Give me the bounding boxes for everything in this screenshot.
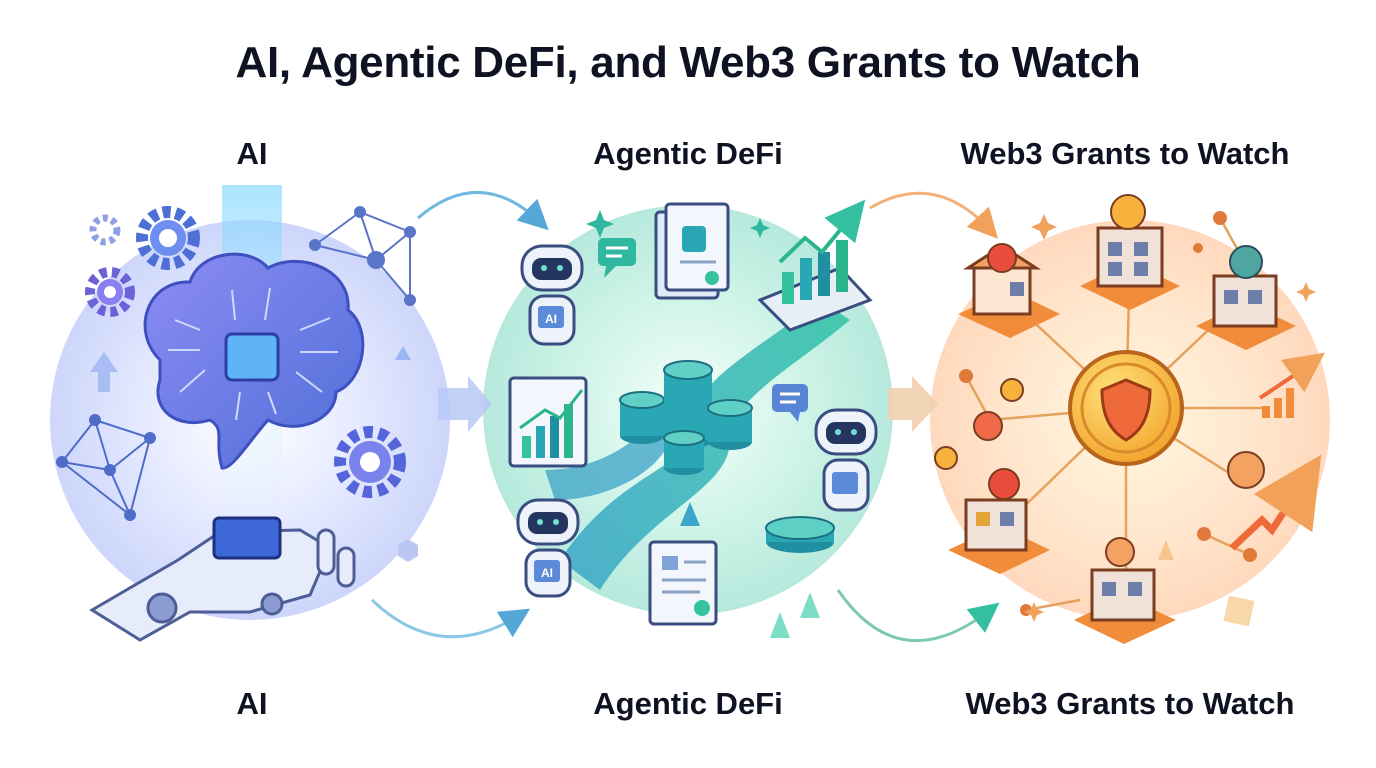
arrow-bottom-ai-defi (370, 598, 531, 639)
page-title: AI, Agentic DeFi, and Web3 Grants to Wat… (235, 38, 1141, 87)
bar-chart-icon (508, 376, 588, 468)
star-icon (988, 468, 1020, 500)
sparkle-icon (1031, 214, 1057, 240)
chip-icon (224, 332, 280, 382)
sparkle-icon (750, 218, 770, 238)
bar-chart-icon (757, 199, 873, 332)
rocket-icon (1227, 451, 1265, 489)
sparkle-icon (1296, 282, 1316, 302)
building-icon (1080, 194, 1180, 310)
robot-icon: AI (520, 244, 584, 346)
gear-icon (136, 206, 200, 270)
robot-icon (814, 408, 878, 512)
chat-bubble-icon (598, 238, 636, 278)
sparkle-icon (586, 210, 614, 238)
up-arrow-icon (395, 346, 411, 360)
bar-chart-icon (1258, 352, 1325, 418)
hexagon-icon (398, 539, 418, 562)
shield-coin-icon (1068, 350, 1184, 466)
up-arrow-icon (770, 612, 790, 638)
star-icon (987, 243, 1017, 273)
robot-tag-label: AI (541, 566, 553, 580)
section-label-defi-top: Agentic DeFi (593, 136, 783, 171)
up-arrow-icon (800, 592, 820, 618)
web3-panel (934, 194, 1325, 644)
globe-icon (1105, 537, 1135, 567)
star-icon (1110, 194, 1146, 230)
coin-stack-icon (663, 430, 705, 475)
gear-icon (334, 426, 406, 498)
gear-icon (85, 267, 135, 317)
section-label-ai-bottom: AI (236, 686, 268, 721)
robot-tag-label: AI (545, 312, 557, 326)
building-icon (948, 468, 1050, 574)
gear-icon (89, 214, 121, 246)
arrow-block-ai-defi (438, 376, 492, 432)
chip-icon (212, 516, 282, 560)
coin-icon (934, 446, 958, 470)
cube-icon (1223, 595, 1255, 627)
document-icon (648, 540, 718, 626)
arrow-bottom-defi-web3 (836, 589, 1000, 642)
trend-arrow-icon (1229, 454, 1322, 551)
network-icon (56, 414, 156, 521)
arrow-block-defi-web3 (888, 376, 938, 432)
building-icon (958, 243, 1060, 338)
defi-panel: AI AI (508, 199, 878, 638)
coin-stack-icon (619, 391, 665, 444)
up-arrow-icon (90, 352, 118, 392)
robot-icon: AI (516, 498, 580, 598)
document-icon (654, 202, 730, 300)
globe-icon (1229, 245, 1263, 279)
ai-panel (56, 185, 418, 642)
section-label-web3-bottom: Web3 Grants to Watch (965, 686, 1295, 721)
robot-hand-icon (89, 516, 356, 642)
flow-arrows (370, 191, 1000, 642)
section-label-web3-top: Web3 Grants to Watch (960, 136, 1290, 171)
coin-stack-icon (765, 516, 835, 553)
sparkle-icon (1024, 602, 1044, 622)
network-icon (309, 206, 416, 306)
star-icon (973, 411, 1003, 441)
brain-icon (143, 252, 365, 470)
arrow-top-defi-web3 (869, 191, 999, 239)
up-arrow-icon (1158, 540, 1174, 560)
coin-icon (1000, 378, 1024, 402)
coin-stack-icon (707, 399, 753, 450)
building-icon (1196, 245, 1296, 350)
section-label-ai-top: AI (236, 136, 268, 171)
building-icon (1074, 537, 1176, 644)
up-arrow-icon (680, 502, 700, 526)
arrow-top-ai-defi (417, 191, 549, 231)
chat-bubble-icon (772, 384, 808, 422)
section-label-defi-bottom: Agentic DeFi (593, 686, 783, 721)
